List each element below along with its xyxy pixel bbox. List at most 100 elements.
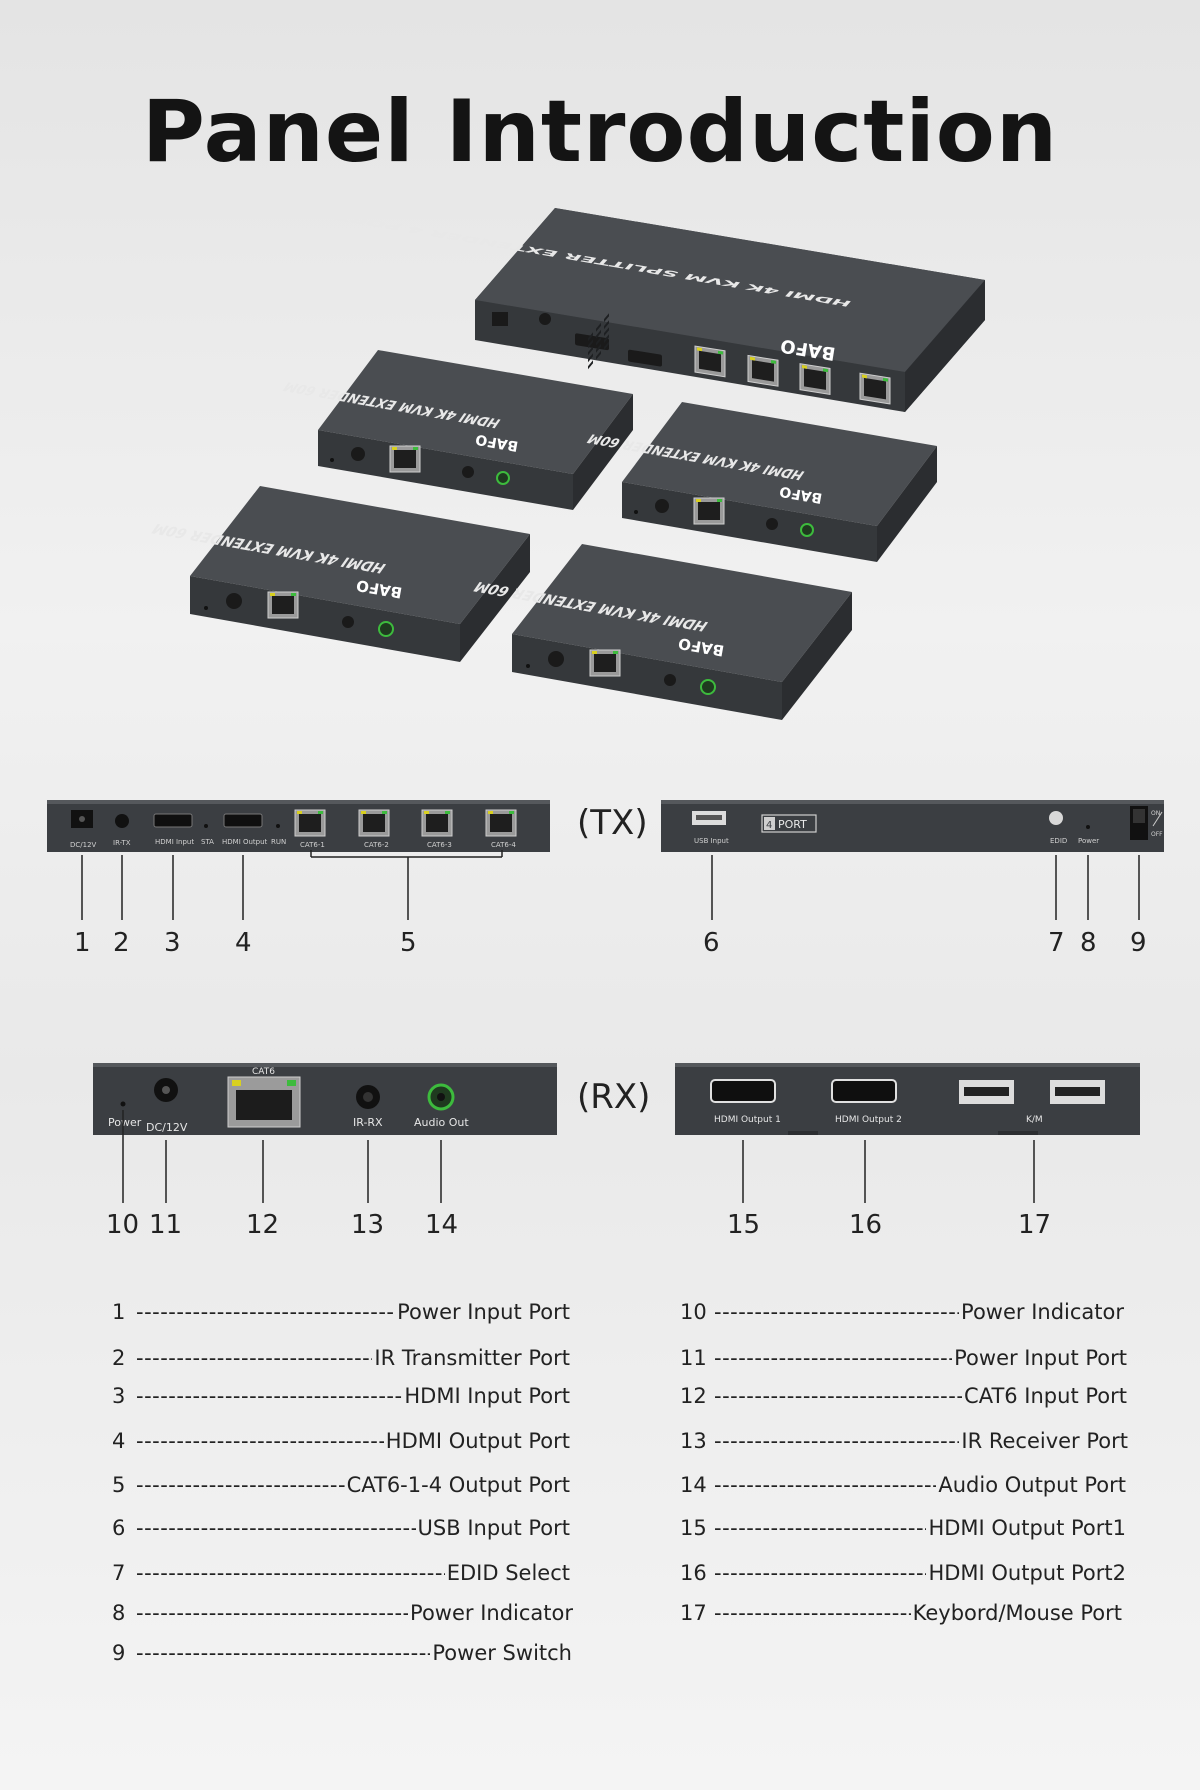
legend-row: 14--------------------------------------… (680, 1473, 1126, 1497)
rx-rear-panel: HDMI Output 1 HDMI Output 2 K/M (675, 1063, 1140, 1135)
callout-8: 8 (1080, 928, 1097, 958)
tx-on-label: ON (1151, 810, 1160, 817)
tx-cat-4-label: CAT6-4 (491, 841, 516, 849)
legend-row: 3---------------------------------------… (112, 1384, 570, 1408)
callout-10: 10 (106, 1210, 140, 1240)
legend-row: 6---------------------------------------… (112, 1516, 570, 1540)
legend-num: 5 (112, 1473, 126, 1497)
callout-6: 6 (703, 928, 720, 958)
legend-row: 10--------------------------------------… (680, 1300, 1124, 1324)
tx-badge-text: PORT (778, 818, 807, 831)
splitter-device: HDMI 4K KVM SPLITTER EXTENDER 4 PORT BAF… (333, 208, 985, 412)
tx-hdmiin-label: HDMI Input (155, 838, 194, 846)
legend-row: 11--------------------------------------… (680, 1346, 1127, 1370)
legend-row: 5---------------------------------------… (112, 1473, 570, 1497)
legend-row: 9---------------------------------------… (112, 1641, 572, 1665)
rx-front-panel: Power DC/12V CAT6 IR-RX Audio Out (93, 1063, 557, 1135)
legend-text: Power Indicator (961, 1300, 1124, 1324)
tx-edid-label: EDID (1050, 837, 1067, 845)
legend-text: Power Switch (432, 1641, 572, 1665)
legend-text: IR Transmitter Port (374, 1346, 570, 1370)
callout-3: 3 (164, 928, 181, 958)
rx-power-label: Power (108, 1116, 142, 1129)
callout-9: 9 (1130, 928, 1147, 958)
product-illustration: HDMI 4K KVM SPLITTER EXTENDER 4 PORT BAF… (149, 208, 985, 720)
rx-tag: (RX) (577, 1077, 651, 1117)
receiver2-brand: BAFO (778, 483, 823, 506)
legend-num: 10 (680, 1300, 707, 1324)
legend-text: Keybord/Mouse Port (912, 1601, 1122, 1625)
legend-text: HDMI Output Port2 (928, 1561, 1126, 1585)
tx-irtx-label: IR-TX (113, 839, 131, 847)
legend-text: IR Receiver Port (961, 1429, 1128, 1453)
tx-power-label: Power (1078, 837, 1099, 845)
tx-callout-lines (81, 850, 1140, 920)
legend-row: 12--------------------------------------… (680, 1384, 1127, 1408)
callout-5: 5 (400, 928, 417, 958)
legend-num: 4 (112, 1429, 126, 1453)
receiver1-brand: BAFO (474, 431, 519, 454)
page-title: Panel Introduction (141, 82, 1059, 182)
legend-row: 15--------------------------------------… (680, 1516, 1126, 1540)
legend-num: 7 (112, 1561, 126, 1585)
legend-row: 8---------------------------------------… (112, 1601, 573, 1625)
receiver-device-4: HDMI 4K KVM EXTENDER 60M BAFO (471, 544, 852, 720)
tx-cat-3-label: CAT6-3 (427, 841, 452, 849)
rx-audio-label: Audio Out (414, 1116, 469, 1129)
callout-2: 2 (113, 928, 130, 958)
legend-text: CAT6-1-4 Output Port (346, 1473, 570, 1497)
tx-hdmiout-label: HDMI Output (222, 838, 268, 846)
tx-off-label: OFF (1151, 831, 1163, 838)
legend-text: Audio Output Port (938, 1473, 1126, 1497)
legend-text: CAT6 Input Port (964, 1384, 1127, 1408)
legend-num: 14 (680, 1473, 707, 1497)
legend-num: 17 (680, 1601, 707, 1625)
callout-1: 1 (74, 928, 91, 958)
legend-row: 16--------------------------------------… (680, 1561, 1126, 1585)
legend-text: EDID Select (446, 1561, 570, 1585)
callout-13: 13 (351, 1210, 385, 1240)
rx-callout-lines (122, 1110, 1035, 1203)
tx-badge-num: 4 (766, 820, 772, 831)
legend-num: 8 (112, 1601, 126, 1625)
legend-text: HDMI Output Port (385, 1429, 570, 1453)
tx-run-label: RUN (271, 838, 286, 846)
legend-num: 6 (112, 1516, 126, 1540)
legend-num: 9 (112, 1641, 126, 1665)
rx-dc-label: DC/12V (146, 1121, 188, 1134)
legend-text: USB Input Port (417, 1516, 570, 1540)
legend-text: Power Indicator (410, 1601, 573, 1625)
legend-text: HDMI Output Port1 (928, 1516, 1126, 1540)
legend-num: 16 (680, 1561, 707, 1585)
rx-irrx-label: IR-RX (353, 1116, 383, 1129)
callout-12: 12 (246, 1210, 280, 1240)
rx-hdmi2-label: HDMI Output 2 (835, 1115, 902, 1125)
callout-4: 4 (235, 928, 252, 958)
callout-11: 11 (149, 1210, 183, 1240)
legend-num: 1 (112, 1300, 126, 1324)
tx-front-panel: DC/12V IR-TX HDMI Input STA HDMI Output … (47, 800, 550, 852)
receiver-device-2: HDMI 4K KVM EXTENDER 60M BAFO (584, 402, 937, 562)
rx-km-label: K/M (1026, 1115, 1043, 1125)
tx-usb-label: USB Input (694, 837, 729, 845)
legend-num: 11 (680, 1346, 707, 1370)
receiver-device-3: HDMI 4K KVM EXTENDER 60M BAFO (149, 486, 530, 662)
legend-row: 13--------------------------------------… (680, 1429, 1128, 1453)
tx-rear-panel: USB Input 4 PORT EDID Power ON OFF (661, 800, 1164, 852)
legend-num: 3 (112, 1384, 126, 1408)
callout-15: 15 (727, 1210, 761, 1240)
legend-row: 1---------------------------------------… (112, 1300, 570, 1324)
legend-num: 13 (680, 1429, 707, 1453)
rx-cat6-label: CAT6 (252, 1067, 275, 1077)
legend-row: 2---------------------------------------… (112, 1346, 570, 1370)
legend-row: 4---------------------------------------… (112, 1429, 570, 1453)
tx-cat-1-label: CAT6-1 (300, 841, 325, 849)
callout-17: 17 (1018, 1210, 1052, 1240)
callout-14: 14 (425, 1210, 459, 1240)
legend-row: 7---------------------------------------… (112, 1561, 570, 1585)
tx-sta-label: STA (201, 838, 214, 846)
legend-text: HDMI Input Port (404, 1384, 570, 1408)
callout-7: 7 (1048, 928, 1065, 958)
legend-num: 12 (680, 1384, 707, 1408)
tx-dc-label: DC/12V (70, 841, 97, 849)
